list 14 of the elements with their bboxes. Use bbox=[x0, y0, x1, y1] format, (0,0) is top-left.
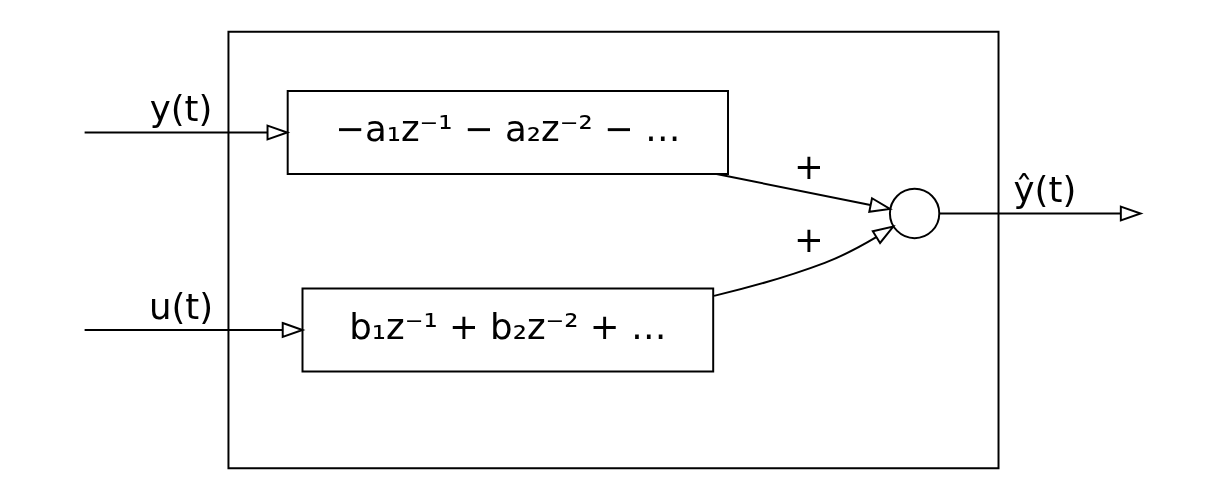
node-box: b₁z⁻¹ + b₂z⁻² + … bbox=[301, 287, 714, 373]
cluster bbox=[226, 30, 999, 470]
arrow bbox=[83, 321, 305, 339]
arrow bbox=[715, 173, 893, 213]
edge-label: + bbox=[793, 145, 824, 187]
arrow bbox=[938, 205, 1144, 222]
arrow bbox=[712, 225, 896, 297]
edge-label: u(t) bbox=[148, 285, 213, 327]
edge-label: ŷ(t) bbox=[1013, 169, 1076, 211]
node-circle bbox=[888, 187, 940, 240]
edge-label: y(t) bbox=[149, 88, 212, 130]
arrow bbox=[83, 124, 290, 141]
edge-label: + bbox=[793, 218, 824, 260]
node-box: −a₁z⁻¹ − a₂z⁻² − … bbox=[286, 90, 729, 175]
